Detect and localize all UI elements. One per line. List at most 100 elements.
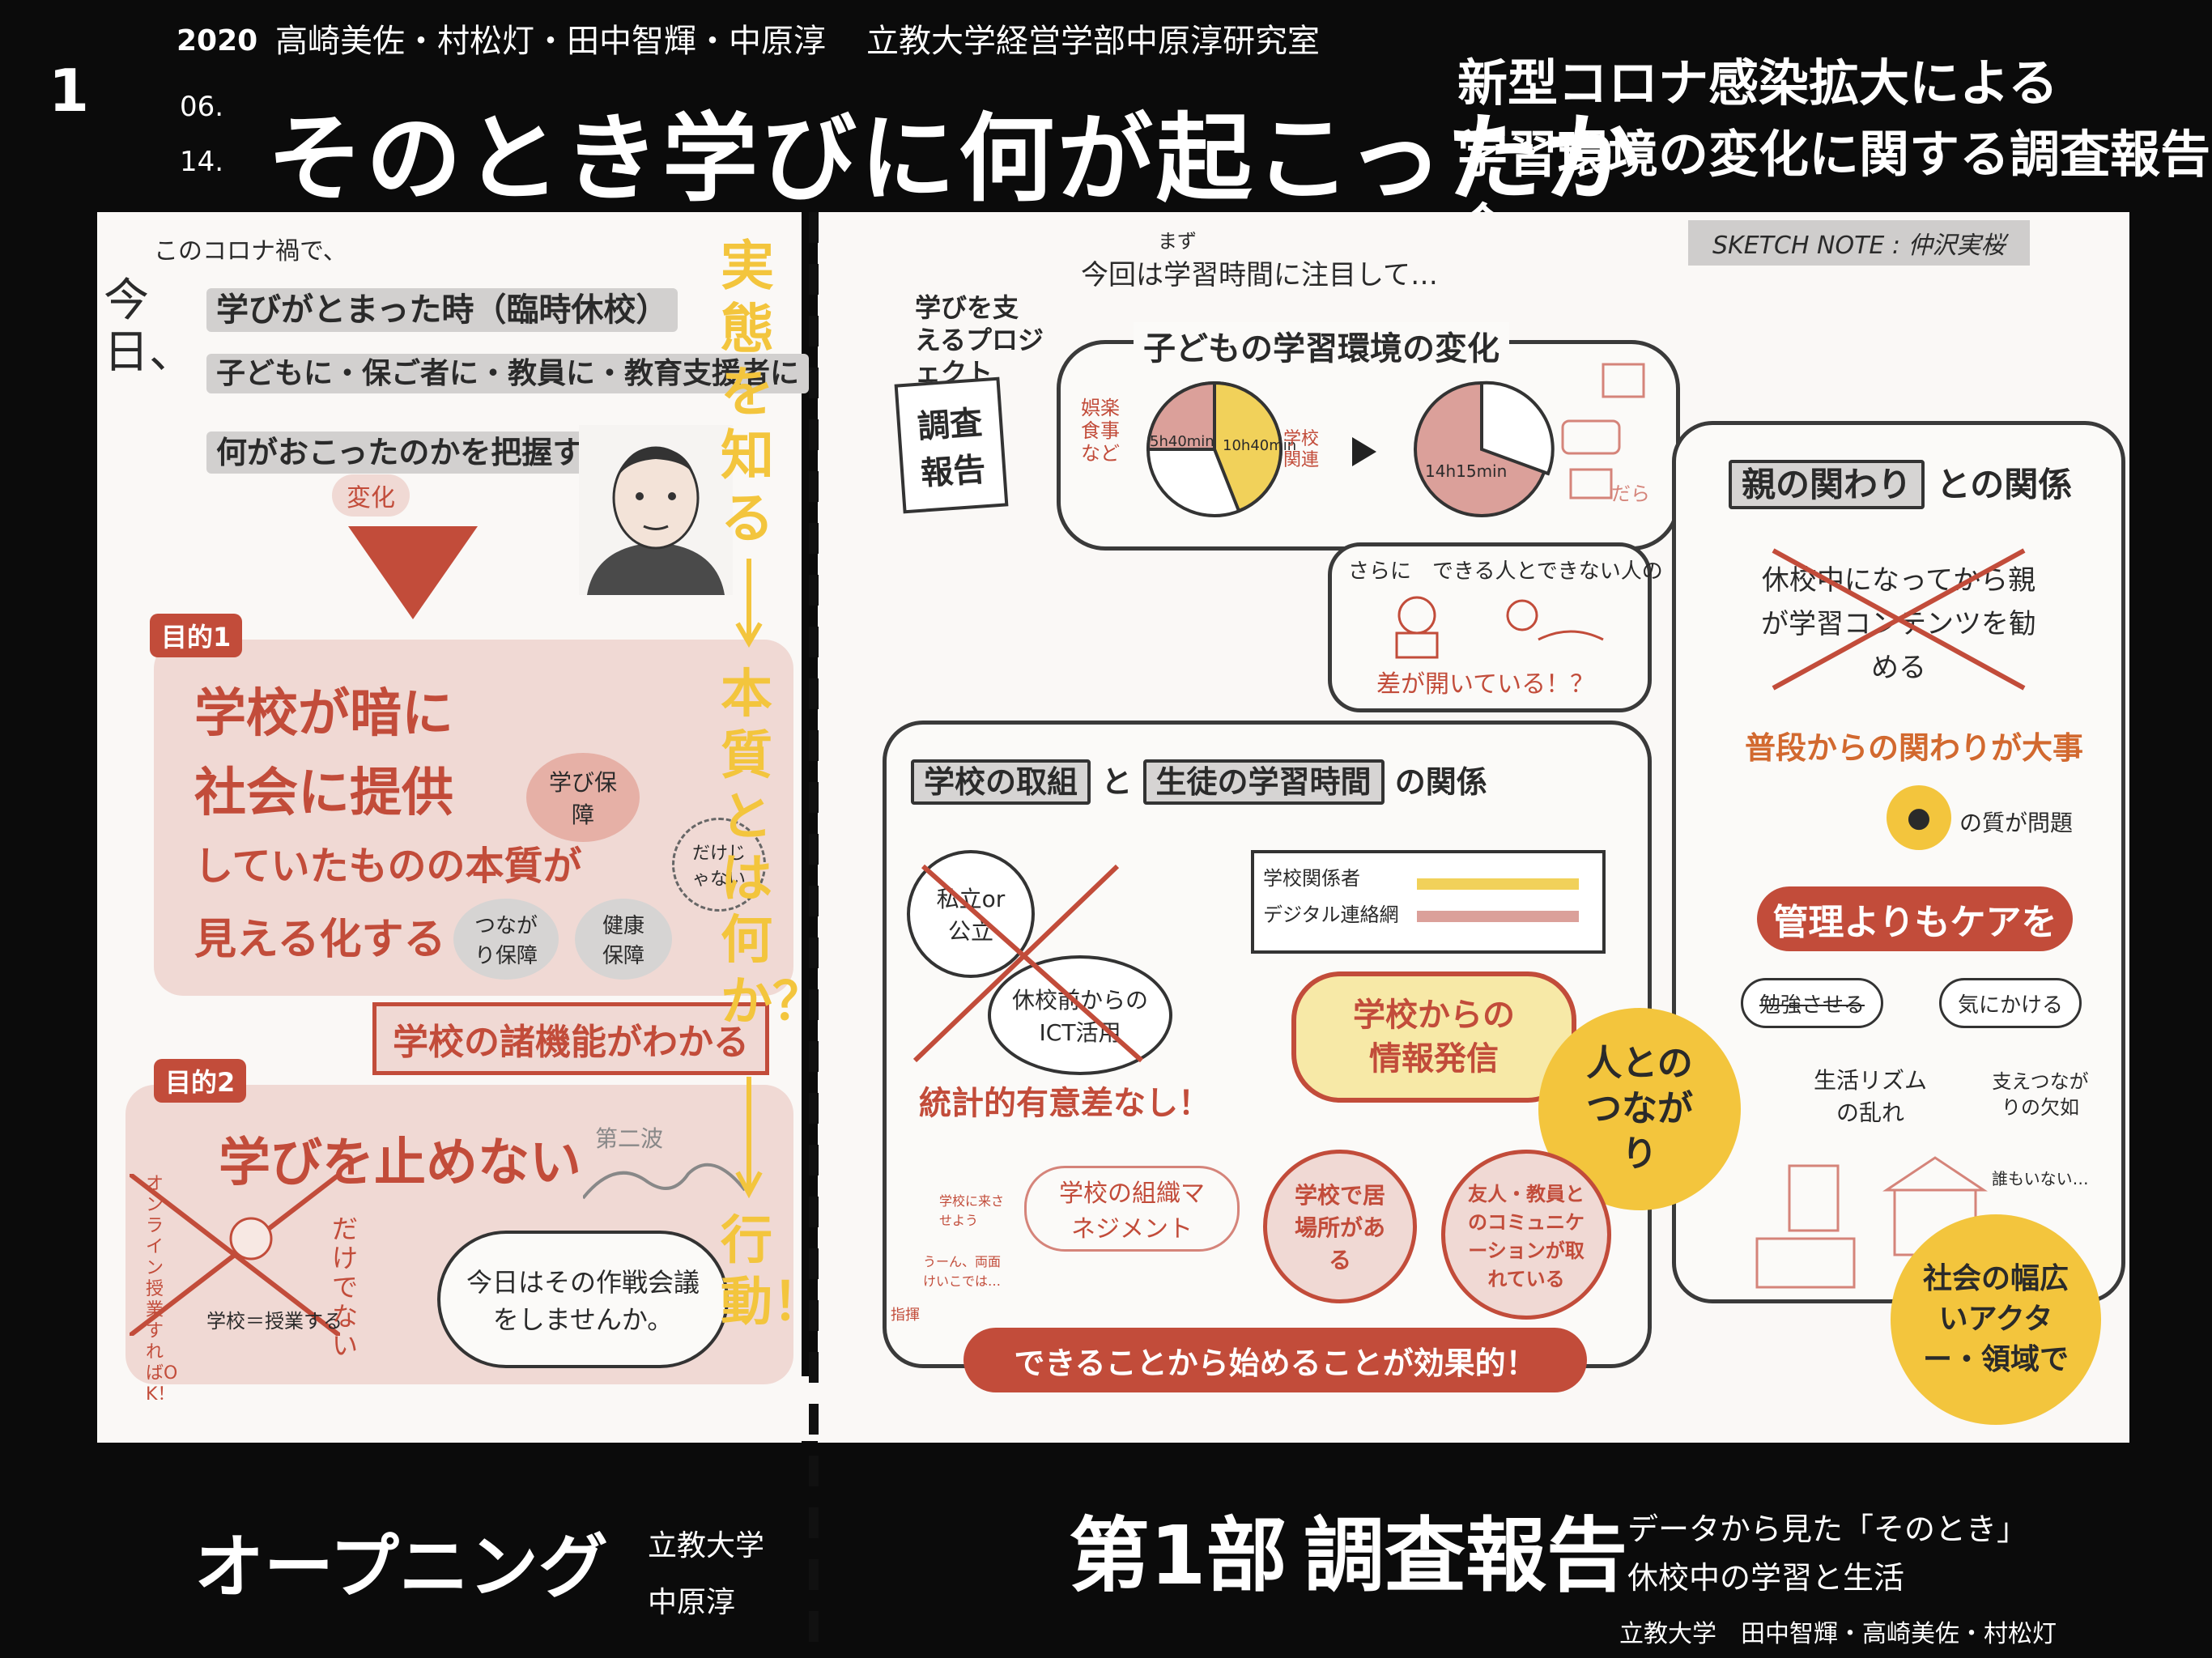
intro-line2: 子どもに・保ご者に・教員に・教育支援者に xyxy=(206,350,810,393)
purpose2-tag-text: 目的2 xyxy=(165,1067,236,1098)
opening-speaker-line1: 立教大学 xyxy=(648,1529,765,1562)
today-label: 今日、 xyxy=(104,275,194,379)
care-pill-text: 管理よりもケアを xyxy=(1772,902,2057,943)
pie-right-note: だら xyxy=(1611,483,1650,505)
second-wave-label: 第二波 xyxy=(595,1125,664,1152)
parents-cross xyxy=(1772,548,2026,691)
strategy-cloud: 今日はその作戦会議をしませんか。 xyxy=(437,1231,729,1368)
life-rhythm-text: 生活リズムの乱れ xyxy=(1814,1067,1928,1126)
parents-crossed-label: 休校中になってから親が学習コンテンツを勧める xyxy=(1761,564,2036,684)
sketch-note-text: SKETCH NOTE : 仲沢実桜 xyxy=(1712,232,2006,260)
org-management: 学校の組織マネジメント xyxy=(1024,1166,1240,1252)
intro-line1-text: 学びがとまった時（臨時休校） xyxy=(206,288,678,332)
parents-daily: 普段からの関わりが大事 xyxy=(1745,730,2084,766)
intro-line2-text: 子どもに・保ご者に・教員に・教育支援者に xyxy=(206,354,810,393)
authors: 高崎美佐・村松灯・田中智輝・中原淳 xyxy=(275,23,826,60)
school-relation-title: 学校の取組 と 生徒の学習時間 の関係 xyxy=(911,757,1487,805)
change-label-text: 変化 xyxy=(347,484,395,512)
bubble-learning-guarantee: 学び保障 xyxy=(526,753,640,842)
purpose1-line3: していたものの本質が xyxy=(194,844,582,889)
not-only-vertical: だけでない xyxy=(332,1214,359,1360)
purpose1-tag: 目的1 xyxy=(150,614,243,657)
gap-line1: さらに できる人とできない人の xyxy=(1348,559,1663,584)
legend-box xyxy=(1251,850,1606,954)
opening-speaker-line2: 中原淳 xyxy=(648,1586,736,1619)
flow-word3-text: 行動！ xyxy=(721,1211,824,1333)
doodle-note2: うーん、両面けいこでは… xyxy=(923,1254,1002,1289)
env-change-title: 子どもの学習環境の変化 xyxy=(1134,322,1509,369)
nobody-text: 誰もいない… xyxy=(1992,1169,2089,1188)
date-day: 14. xyxy=(180,146,224,178)
info-pill: 学校からの情報発信 xyxy=(1291,971,1576,1103)
project-label: 学びを支えるプロジェクト xyxy=(915,291,1044,389)
communication-text: 友人・教員とのコミュニケーションが取れている xyxy=(1468,1183,1585,1290)
doodle-note1: 学校に来させよう xyxy=(939,1193,1005,1228)
pie-arrow xyxy=(1352,437,1376,466)
no-significance: 統計的有意差なし！ xyxy=(919,1085,1210,1122)
study-time-small: まず xyxy=(1158,230,1197,253)
part1-label: 第1部 xyxy=(1069,1508,1287,1603)
lab-name: 立教大学経営学部中原淳研究室 xyxy=(866,23,1320,60)
legend-bar-yellow xyxy=(1417,878,1579,890)
parents-title-text: 親の関わり xyxy=(1729,460,1925,509)
pie-left-labels-text: 娯楽 食事 など xyxy=(1081,397,1120,465)
intro-line1: 学びがとまった時（臨時休校） xyxy=(206,283,678,332)
strategy-cloud-text: 今日はその作戦会議をしませんか。 xyxy=(466,1267,700,1335)
place-text: 学校で居場所がある xyxy=(1294,1182,1385,1273)
legend-line1: 学校関係者 xyxy=(1263,867,1360,890)
communication-circle: 友人・教員とのコミュニケーションが取れている xyxy=(1441,1150,1611,1320)
place-circle: 学校で居場所がある xyxy=(1263,1150,1417,1303)
sub-title-line1: 新型コロナ感染拡大による xyxy=(1457,53,2059,113)
bubble-health-text: 健康保障 xyxy=(602,914,644,968)
year: 2020 xyxy=(177,24,258,57)
not-only-vertical-text: だけでない xyxy=(332,1214,359,1361)
doodle-note3: 指揮 xyxy=(891,1307,920,1324)
flow-arrow1 xyxy=(735,559,763,648)
bubble-connection-guarantee: つながり保障 xyxy=(453,899,559,980)
life-rhythm: 生活リズムの乱れ xyxy=(1814,1065,1927,1129)
effective-pill-text: できることから始めることが効果的！ xyxy=(1014,1345,1537,1381)
purpose1-tag-text: 目的1 xyxy=(161,622,232,653)
school-relation-and: と xyxy=(1101,764,1133,800)
speaker-portrait xyxy=(579,425,733,595)
gap-bubble xyxy=(1328,542,1652,712)
bubble-make-study-text: 勉強させる xyxy=(1759,993,1865,1018)
purpose1-line2: 社会に提供 xyxy=(194,763,453,823)
social-actors-circle: 社会の幅広いアクター・領域で xyxy=(1891,1214,2101,1425)
bubble-not-only: だけじゃない xyxy=(672,818,766,912)
school-cross xyxy=(912,864,1143,1063)
info-pill-text: 学校からの情報発信 xyxy=(1353,997,1515,1078)
flow-word-action: 行動！ xyxy=(721,1210,824,1333)
bubble-care: 気にかける xyxy=(1939,978,2082,1028)
wave-doodle xyxy=(583,1163,745,1200)
school-relation-c: の関係 xyxy=(1394,764,1487,800)
report-document-text: 調査報告 xyxy=(916,404,987,493)
purpose2-tag: 目的2 xyxy=(154,1059,247,1103)
down-arrow xyxy=(348,526,478,619)
pie-left-c-text: 学校関連 xyxy=(1283,429,1320,470)
flow-word-know-reality: 実態を知る xyxy=(721,235,777,551)
effective-pill: できることから始めることが効果的！ xyxy=(963,1328,1587,1392)
pie-left-b: 10h40min xyxy=(1223,437,1297,454)
study-time-note: 今回は学習時間に注目して… xyxy=(1081,259,1438,291)
school-equals-class: 学校＝授業する xyxy=(206,1310,342,1333)
pie-right-a: 14h15min xyxy=(1425,461,1508,481)
purpose2-main: 学びを止めない xyxy=(219,1133,581,1193)
support-loss-text: 支えつながりの欠如 xyxy=(1992,1070,2089,1119)
bubble-make-study: 勉強させる xyxy=(1741,978,1883,1028)
opening-label: オープニング xyxy=(194,1527,608,1608)
bubble-care-text: 気にかける xyxy=(1957,993,2063,1018)
part1-speakers: 立教大学 田中智輝・高崎美佐・村松灯 xyxy=(1619,1620,2057,1648)
org-management-text: 学校の組織マネジメント xyxy=(1059,1180,1205,1244)
date-month: 06. xyxy=(180,91,224,123)
social-actors-text: 社会の幅広いアクター・領域で xyxy=(1922,1262,2069,1376)
intro-line3-text: 何がおこったのかを把握する xyxy=(206,432,624,474)
pie-chart-before xyxy=(1146,380,1283,517)
bubble-not-only-text: だけじゃない xyxy=(691,844,746,890)
crossed-out-x xyxy=(130,1174,340,1336)
gap-doodles xyxy=(1395,596,1604,659)
intro-small: このコロナ禍で、 xyxy=(154,237,347,266)
sketch-note-label: SKETCH NOTE : 仲沢実桜 xyxy=(1688,220,2030,266)
pie-left-labels: 娯楽 食事 など xyxy=(1081,397,1129,465)
parents-title-suffix: との関係 xyxy=(1936,465,2073,504)
